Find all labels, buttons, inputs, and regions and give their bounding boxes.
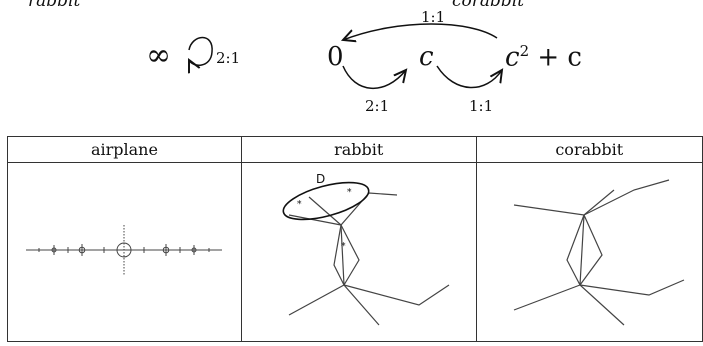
svg-text:*: * [297, 200, 302, 210]
svg-text:*: * [347, 188, 352, 198]
diagram-arrows [0, 0, 703, 135]
svg-text:*: * [341, 242, 346, 252]
header-airplane: airplane [8, 137, 242, 163]
rabbit-marker-ellipse [279, 175, 372, 227]
infinity-self-loop [189, 38, 212, 66]
rabbit-julia-cell: D * * * [241, 163, 476, 342]
corabbit-julia-cell [476, 163, 703, 342]
header-rabbit: rabbit [241, 137, 476, 163]
rabbit-julia-set: D * * * [249, 165, 469, 335]
table-header-row: airplane rabbit corabbit [8, 137, 703, 163]
airplane-julia-cell [8, 163, 242, 342]
arrow-zero-to-c [343, 66, 406, 88]
arrow-c-to-c2c [437, 66, 502, 88]
julia-set-table: airplane rabbit corabbit [7, 136, 703, 342]
arrow-c2c-to-zero [343, 24, 497, 40]
rabbit-marker-d: D [316, 172, 325, 186]
header-corabbit: corabbit [476, 137, 703, 163]
table-image-row: D * * * [8, 163, 703, 342]
airplane-julia-set [24, 220, 224, 280]
corabbit-julia-set [484, 165, 694, 335]
